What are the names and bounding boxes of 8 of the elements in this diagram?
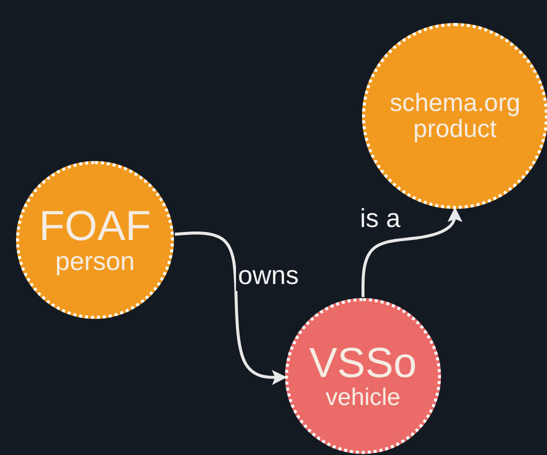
node-title: schema.org (390, 90, 520, 116)
node-title: FOAF (39, 204, 151, 248)
node-title: VSSo (309, 341, 417, 386)
node-subtitle: vehicle (326, 385, 400, 411)
arrow (174, 232, 287, 385)
arrow (362, 207, 462, 297)
node-subtitle: product (413, 116, 497, 142)
node-subtitle: person (55, 248, 135, 276)
